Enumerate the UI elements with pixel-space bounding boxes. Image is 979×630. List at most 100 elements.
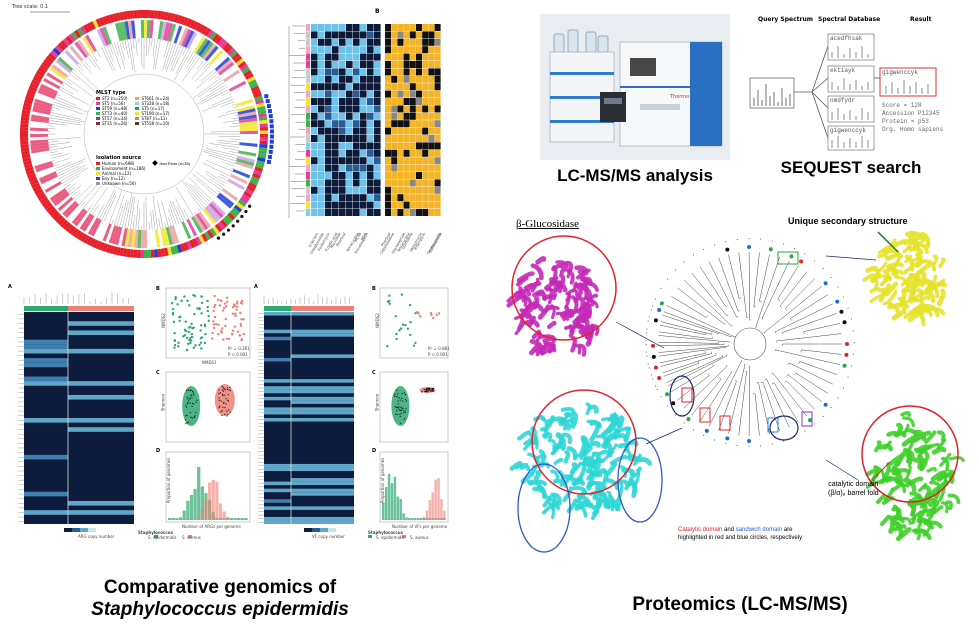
ptree-leaf-label: • bbox=[683, 421, 685, 425]
tree-clade-sector bbox=[198, 211, 212, 229]
heatmap-row-band bbox=[24, 454, 68, 460]
tree-ring-segment bbox=[27, 172, 36, 179]
heatmap-cell-right bbox=[428, 179, 435, 187]
tree-ring-segment bbox=[136, 10, 141, 19]
ptree-branch bbox=[738, 252, 748, 318]
tree-branch bbox=[162, 41, 172, 71]
tree-clade-sector bbox=[238, 114, 257, 121]
heatmap-cell-right bbox=[385, 164, 391, 172]
ptree-leaf-label: • bbox=[713, 243, 715, 247]
mass-spectrometer-icon: Thermo bbox=[540, 14, 730, 160]
violin-dot bbox=[403, 411, 405, 414]
heatmap-cell bbox=[318, 186, 325, 194]
tree-branch bbox=[69, 184, 82, 195]
tree-clade-sector bbox=[239, 142, 258, 147]
tree-branch bbox=[49, 114, 86, 123]
tree-branch bbox=[103, 46, 116, 71]
heatmap-cell-right bbox=[428, 157, 435, 165]
heatmap-cell bbox=[311, 61, 318, 68]
heatmap-cell-right bbox=[428, 186, 435, 194]
hist-bar-aureus bbox=[393, 519, 397, 520]
violin-dot bbox=[400, 422, 402, 425]
heatmap-cell-right bbox=[416, 68, 422, 76]
tree-ring-segment bbox=[45, 55, 55, 64]
heatmap-cell bbox=[311, 112, 318, 120]
nmds-point-aureus bbox=[212, 323, 215, 326]
glucosidase-ribbon bbox=[521, 304, 532, 315]
tree-branch bbox=[99, 189, 115, 219]
cyan-protein-ribbon bbox=[583, 456, 595, 464]
tree-branch bbox=[89, 54, 101, 71]
tree-branch bbox=[232, 106, 237, 109]
cyan-protein-ribbon bbox=[560, 406, 576, 414]
secondary-structure-ribbon bbox=[891, 269, 904, 276]
cyan-protein-ribbon bbox=[605, 461, 618, 476]
tree-clade-sector bbox=[44, 181, 62, 193]
tree-branch bbox=[202, 162, 231, 177]
glucosidase-ribbon bbox=[530, 277, 540, 293]
tree-branch bbox=[181, 56, 201, 82]
nmds-point-aureus bbox=[242, 332, 246, 336]
heatmap-cell bbox=[374, 24, 381, 31]
heatmap-cell bbox=[318, 142, 325, 150]
ptree-leaf-label: • bbox=[647, 320, 649, 324]
heatmap-cell-right bbox=[422, 112, 429, 120]
tree-clade-sector bbox=[195, 213, 209, 230]
glucosidase-ribbon bbox=[564, 268, 571, 279]
cyan-protein-ribbon bbox=[550, 438, 565, 456]
nmds-point-aureus bbox=[239, 324, 243, 328]
tree-branch bbox=[85, 209, 87, 211]
tree-branch bbox=[78, 184, 98, 205]
tree-ring-segment bbox=[176, 244, 183, 253]
cyan-protein-ribbon bbox=[617, 426, 632, 433]
tree-marker bbox=[269, 129, 274, 134]
tree-clade-sector bbox=[230, 173, 248, 185]
proteomics-caption: Proteomics (LC-MS/MS) bbox=[632, 594, 848, 615]
heatmap-cell bbox=[360, 149, 367, 157]
isolation-items: Human (n=698)Environment (n=186)Animal (… bbox=[96, 161, 145, 186]
catalytic-domain-ribbon bbox=[902, 478, 917, 493]
heatmap-cell bbox=[353, 209, 360, 216]
tree-clade-sector bbox=[216, 194, 233, 209]
violin-dot bbox=[226, 387, 228, 389]
tree-clade-sector bbox=[32, 105, 52, 113]
tree-clade-sector bbox=[124, 228, 131, 247]
ptree-leaf-label: • bbox=[667, 405, 669, 409]
secondary-structure-ribbon bbox=[903, 297, 918, 304]
tree-ring-segment bbox=[163, 11, 169, 21]
tree-clade-sector bbox=[64, 202, 80, 218]
cyan-protein-ribbon bbox=[573, 461, 583, 472]
p1-colorbar-label: ARG copy number bbox=[78, 534, 115, 539]
tree-clade-sector bbox=[49, 188, 67, 202]
ptree-branch bbox=[718, 381, 737, 431]
secondary-structure-ribbon bbox=[923, 290, 936, 304]
heatmap-cell bbox=[353, 61, 360, 68]
tree-clade-sector bbox=[232, 168, 251, 179]
tree-ring-segment bbox=[233, 204, 243, 213]
mlst-col1: ST2 (n=250)ST5 (n=56)ST59 (n=48)ST73 (n=… bbox=[96, 96, 127, 126]
heatmap-cell bbox=[332, 201, 339, 209]
nmds-point-epidermidis bbox=[200, 312, 203, 315]
tree-clade-sector bbox=[144, 20, 148, 39]
violin-dot bbox=[196, 399, 198, 401]
heatmap-cell-right bbox=[428, 90, 435, 98]
tree-branch bbox=[141, 38, 143, 67]
tree-ring-segment bbox=[253, 92, 262, 99]
tree-clade-sector bbox=[134, 229, 139, 248]
tree-branch bbox=[182, 47, 187, 56]
legend-swatch bbox=[96, 177, 100, 180]
catalytic-domain-ribbon bbox=[883, 440, 892, 450]
hist-bar-epidermidis bbox=[186, 500, 190, 520]
tree-clade-sector bbox=[206, 204, 222, 221]
violin-dot bbox=[401, 407, 404, 409]
tree-branch bbox=[83, 59, 91, 69]
nmds-point-aureus bbox=[234, 312, 237, 315]
heatmap-row-band bbox=[264, 407, 354, 411]
tree-clade-sector bbox=[235, 98, 254, 107]
tree-clade-sector bbox=[239, 124, 258, 129]
ptree-leaf-label: • bbox=[674, 269, 676, 273]
tree-ring-segment bbox=[20, 140, 29, 145]
ptree-leaf-dot bbox=[839, 309, 844, 314]
tree-ring-segment bbox=[32, 185, 42, 192]
secondary-structure-ribbon bbox=[906, 272, 914, 284]
